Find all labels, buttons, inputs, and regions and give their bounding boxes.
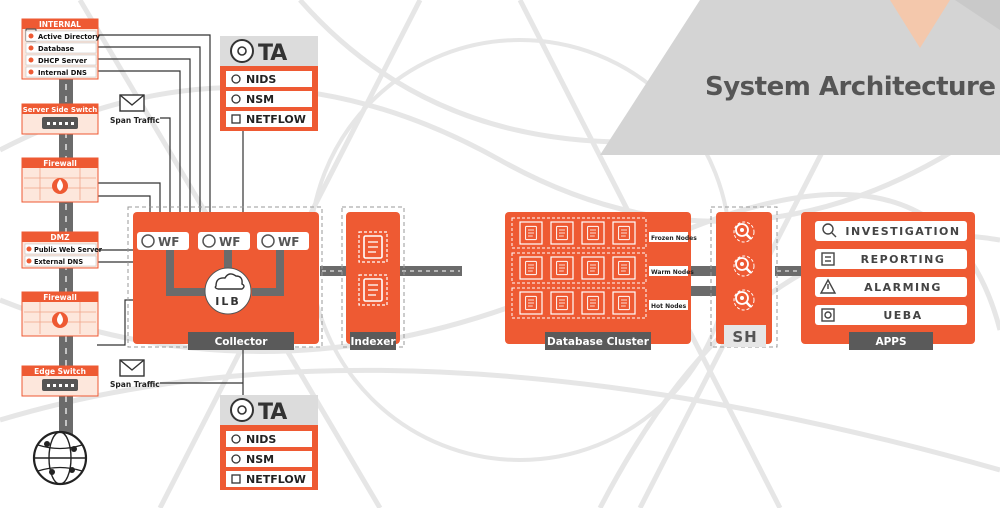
ilb-label: ILB — [215, 295, 241, 308]
cloud-icon — [214, 273, 245, 290]
search-head-block: SH — [710, 206, 778, 348]
mail-icon — [119, 94, 145, 112]
ta-bottom-item-netflow: NETFLOW — [246, 473, 306, 486]
wf-label-3: WF — [278, 235, 299, 249]
db-tier-warm: Warm Nodes — [651, 269, 694, 276]
database-node-cells — [519, 221, 636, 315]
collector-label: Collector — [215, 336, 269, 348]
apps-block: INVESTIGATION REPORTING ALARMING UEBA AP… — [801, 212, 975, 350]
ta-top-item-nsm: NSM — [246, 93, 274, 106]
database-cluster-block: Frozen Nodes Warm Nodes Hot Nodes Databa… — [505, 212, 697, 350]
investigation-icon — [822, 223, 834, 235]
wf-label-1: WF — [158, 235, 179, 249]
apps-label: APPS — [875, 336, 906, 348]
edge-switch-label: Edge Switch — [34, 367, 86, 376]
collector-block: WF WF WF ILB Collector — [127, 206, 323, 350]
ta-box-top: TA NIDS NSM NETFLOW — [220, 36, 318, 131]
page-title: System Architecture — [705, 72, 996, 102]
edge-switch: Edge Switch — [21, 365, 99, 397]
flame-icon — [57, 313, 63, 325]
db-node-cell — [612, 291, 636, 315]
internal-group: INTERNAL Active Directory Database DHCP … — [21, 18, 101, 80]
ta-box-bottom: TA NIDS NSM NETFLOW — [220, 395, 318, 490]
database-cluster-label: Database Cluster — [547, 336, 650, 348]
internal-item-dhcp-server: DHCP Server — [38, 57, 88, 65]
db-tier-frozen: Frozen Nodes — [651, 235, 697, 242]
db-node-cell — [519, 221, 543, 245]
dmz-item-public-web-server: Public Web Server — [34, 246, 103, 254]
ta-top-item-nids: NIDS — [246, 73, 276, 86]
app-ueba: UEBA — [883, 309, 922, 322]
app-alarming: ALARMING — [864, 281, 942, 294]
firewall-top: Firewall — [21, 157, 99, 203]
mail-icon — [119, 359, 145, 377]
indexer-label: Indexer — [350, 336, 396, 348]
indexer-block: Indexer — [341, 206, 405, 350]
db-node-cell — [612, 221, 636, 245]
internal-item-database: Database — [38, 45, 75, 53]
db-node-cell — [519, 291, 543, 315]
firewall-bottom: Firewall — [21, 291, 99, 337]
title-band — [600, 0, 1000, 155]
ueba-icon — [821, 308, 835, 322]
firewall-top-label: Firewall — [43, 159, 77, 168]
app-reporting: REPORTING — [861, 253, 946, 266]
db-node-cell — [550, 256, 574, 280]
connector-lines — [97, 34, 244, 395]
title-accent — [890, 0, 950, 48]
db-node-cell — [550, 291, 574, 315]
db-tier-hot: Hot Nodes — [651, 303, 687, 310]
app-investigation: INVESTIGATION — [845, 225, 960, 238]
db-node-cell — [581, 256, 605, 280]
db-node-cell — [519, 256, 543, 280]
dmz-group: DMZ Public Web Server External DNS — [21, 231, 103, 269]
db-node-cell — [581, 291, 605, 315]
ta-top-item-netflow: NETFLOW — [246, 113, 306, 126]
ta-logo-bottom: TA — [258, 400, 287, 425]
dmz-item-external-dns: External DNS — [34, 258, 83, 266]
firewall-bottom-label: Firewall — [43, 293, 77, 302]
warning-icon — [819, 278, 837, 294]
span-traffic-top-label: Span Traffic — [110, 116, 160, 125]
ta-logo-top: TA — [258, 41, 287, 66]
db-node-cell — [550, 221, 574, 245]
ta-bottom-item-nsm: NSM — [246, 453, 274, 466]
ta-bottom-item-nids: NIDS — [246, 433, 276, 446]
pipeline-roads — [320, 266, 801, 296]
globe-icon — [32, 430, 88, 486]
server-switch-label: Server Side Switch — [23, 106, 97, 114]
server-side-switch: Server Side Switch — [21, 103, 99, 135]
reporting-icon — [821, 252, 835, 266]
span-traffic-bottom-label: Span Traffic — [110, 380, 160, 389]
flame-icon — [57, 179, 63, 191]
search-head-label: SH — [732, 328, 757, 346]
dmz-header: DMZ — [50, 233, 70, 242]
db-node-cell — [612, 256, 636, 280]
wf-label-2: WF — [219, 235, 240, 249]
internal-item-active-directory: Active Directory — [38, 33, 101, 41]
internal-item-internal-dns: Internal DNS — [38, 69, 87, 77]
db-node-cell — [581, 221, 605, 245]
internal-header: INTERNAL — [39, 20, 81, 29]
